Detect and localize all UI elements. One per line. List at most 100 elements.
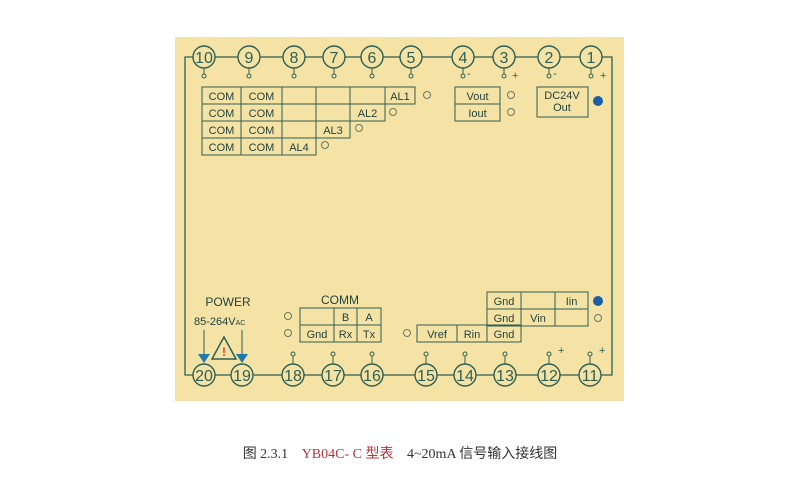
warning-triangle-icon [210, 335, 238, 360]
bottom-terminal-17: 17 [321, 363, 345, 387]
terminal-number: 2 [545, 50, 554, 67]
indicator-ring [389, 108, 397, 116]
comm-cell-label: A [365, 312, 373, 324]
alarm-cell [315, 120, 351, 139]
top-terminal-9: 9 [237, 45, 261, 69]
alarm-cell [384, 86, 416, 105]
alarm-cell [281, 137, 317, 156]
comm-cell-label: B [342, 312, 349, 324]
polarity-plus: + [600, 70, 606, 82]
input-cell-label: Gnd [494, 313, 515, 325]
alarm-cell-label: COM [209, 125, 235, 137]
bottom-terminal-14: 14 [453, 363, 477, 387]
alarm-cell-label: COM [249, 91, 275, 103]
input-cell-label: Vin [530, 313, 546, 325]
terminal-circle [230, 363, 254, 387]
terminal-pin [460, 73, 466, 79]
terminal-number: 10 [195, 50, 213, 67]
meter-panel [175, 37, 624, 401]
terminal-pin [246, 73, 252, 79]
terminal-pin [587, 351, 593, 357]
figure-caption: 图 2.3.1 YB04C- C 型表 4~20mA 信号输入接线图 [0, 443, 800, 463]
ref-cell-label: Vref [427, 329, 448, 341]
figure-number: 图 2.3.1 [242, 447, 289, 462]
terminal-number: 16 [363, 368, 381, 385]
dc24v-out-box [536, 86, 589, 118]
terminal-number: 5 [407, 50, 416, 67]
terminal-pin [546, 73, 552, 79]
polarity-plus: + [599, 345, 605, 357]
terminal-number: 18 [284, 368, 302, 385]
alarm-cell-label: COM [209, 91, 235, 103]
input-cell-label: Iin [566, 296, 578, 308]
terminal-number: 15 [417, 368, 435, 385]
dc24v-label: DC24V [544, 90, 580, 102]
alarm-cell-label: COM [249, 142, 275, 154]
terminal-pin [369, 351, 375, 357]
top-terminal-5: 5 [399, 45, 423, 69]
polarity-plus: + [558, 345, 564, 357]
bottom-terminal-15: 15 [414, 363, 438, 387]
dc-out-label: Out [553, 102, 571, 114]
terminal-number: 1 [587, 50, 596, 67]
terminal-number: 7 [330, 50, 339, 67]
polarity-plus: + [512, 70, 518, 82]
terminal-number: 4 [459, 50, 468, 67]
bottom-terminal-20: 20 [192, 363, 216, 387]
bottom-terminal-19: 19 [230, 363, 254, 387]
terminal-circle [192, 363, 216, 387]
ref-cell [486, 324, 522, 343]
terminal-number: 6 [368, 50, 377, 67]
warning-exclamation-icon: ! [222, 345, 226, 359]
indicator-dot [593, 96, 603, 106]
indicator-ring [594, 314, 602, 322]
terminal-pin [290, 351, 296, 357]
figure-description: 4~20mA 信号输入接线图 [406, 447, 558, 462]
alarm-cell-label: AL2 [358, 108, 378, 120]
input-cell-label: Gnd [494, 296, 515, 308]
alarm-cell-label: AL3 [323, 125, 343, 137]
top-terminal-3: 3 [492, 45, 516, 69]
power-arrow-head-icon [236, 354, 248, 363]
terminal-pin [501, 73, 507, 79]
terminal-pin [408, 73, 414, 79]
top-terminal-6: 6 [360, 45, 384, 69]
terminal-pin [588, 73, 594, 79]
terminal-number: 19 [233, 368, 251, 385]
comm-cell [356, 324, 382, 343]
comm-cell-label: Gnd [307, 329, 328, 341]
indicator-ring [284, 312, 292, 320]
bottom-terminal-18: 18 [281, 363, 305, 387]
indicator-ring [507, 91, 515, 99]
terminal-number: 3 [500, 50, 509, 67]
top-terminal-8: 8 [282, 45, 306, 69]
output-cell-label: Vout [466, 91, 488, 103]
terminal-pin [369, 73, 375, 79]
alarm-cell-label: AL1 [390, 91, 410, 103]
comm-cell-label: Rx [339, 329, 353, 341]
bottom-terminal-13: 13 [493, 363, 517, 387]
top-terminal-7: 7 [322, 45, 346, 69]
polarity-minus: - [467, 68, 471, 80]
power-range: 85-264VAC [194, 316, 245, 328]
indicator-ring [321, 141, 329, 149]
terminal-pin [201, 73, 207, 79]
indicator-ring [355, 124, 363, 132]
terminal-number: 14 [456, 368, 474, 385]
output-cell [454, 103, 501, 122]
terminal-pin [330, 351, 336, 357]
indicator-ring [284, 329, 292, 337]
terminal-number: 20 [195, 368, 213, 385]
power-title: POWER [205, 295, 251, 309]
terminal-number: 17 [324, 368, 342, 385]
top-terminal-1: 1 [579, 45, 603, 69]
model-name: YB04C- C 型表 [301, 447, 394, 462]
comm-cell-label: Tx [363, 329, 376, 341]
polarity-minus: - [553, 68, 557, 80]
terminal-pin [462, 351, 468, 357]
input-cell [554, 308, 589, 327]
top-terminal-2: 2 [537, 45, 561, 69]
terminal-number: 8 [290, 50, 299, 67]
output-cell-label: Iout [468, 108, 486, 120]
terminal-number: 12 [540, 368, 558, 385]
